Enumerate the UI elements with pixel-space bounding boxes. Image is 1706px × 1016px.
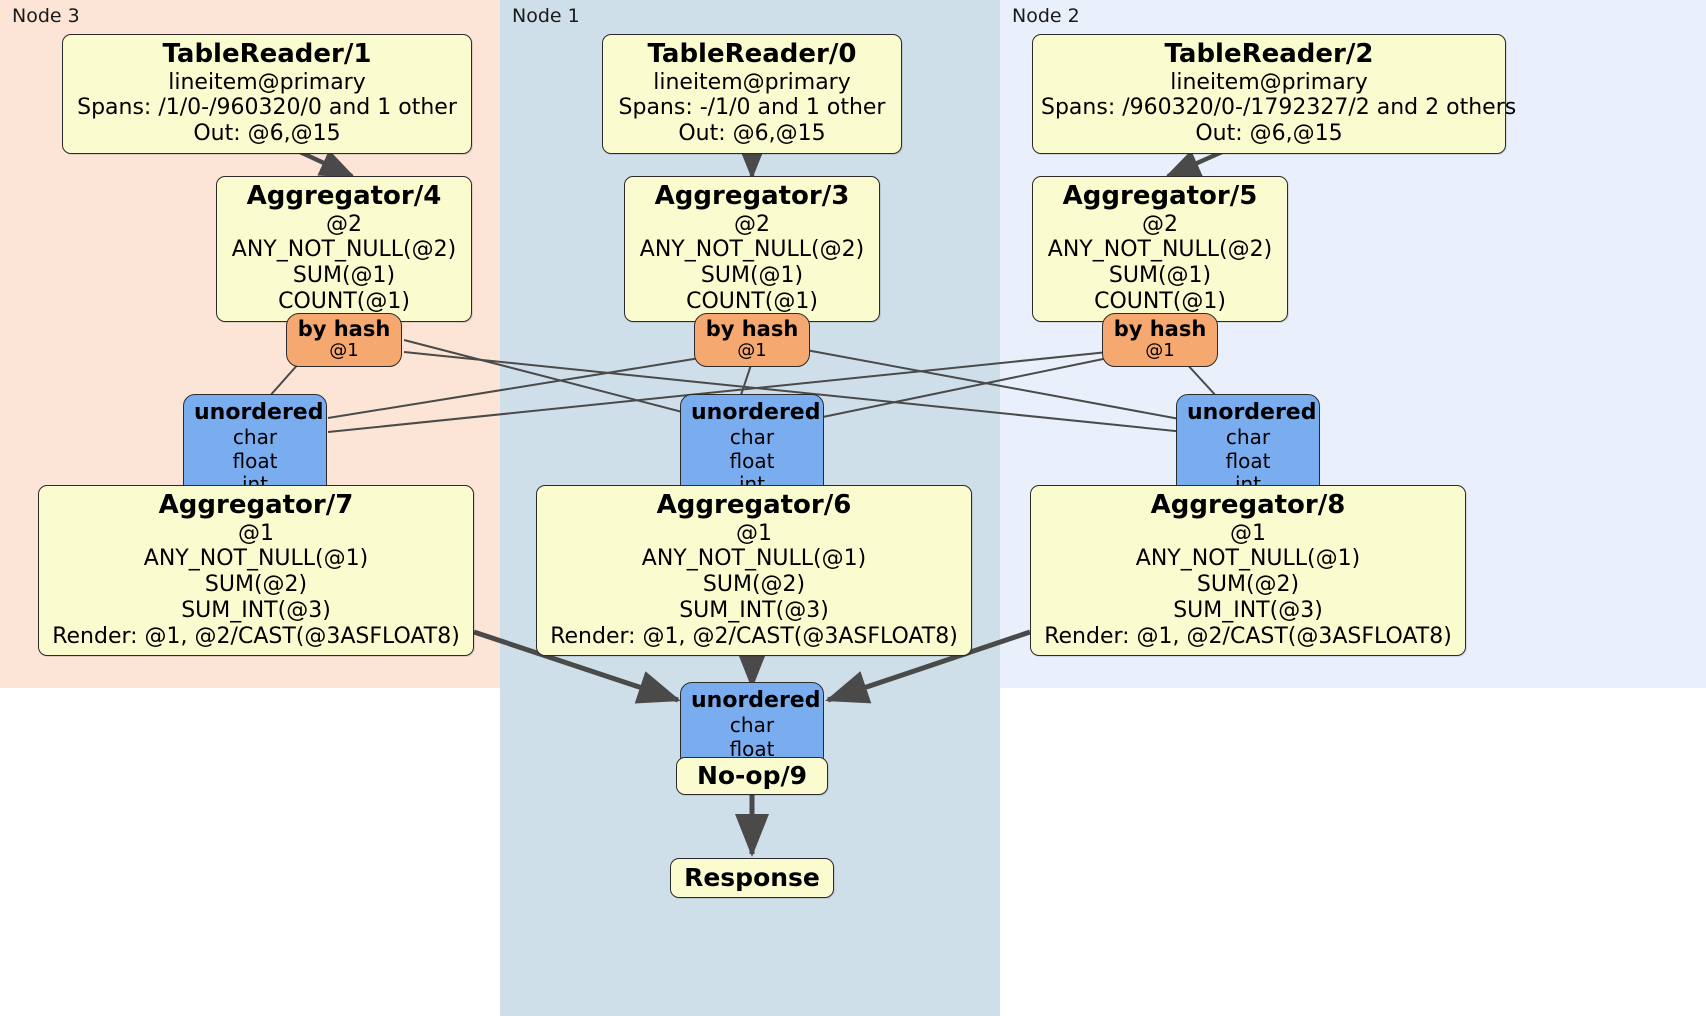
processor-title: Aggregator/4 bbox=[246, 181, 442, 211]
processor-line: lineitem@primary bbox=[168, 69, 366, 95]
processor-title: Aggregator/8 bbox=[1150, 490, 1346, 520]
processor-line: SUM_INT(@3) bbox=[1173, 597, 1323, 623]
processor-line: SUM(@1) bbox=[292, 263, 396, 289]
node-panel-label-node3: Node 3 bbox=[12, 5, 80, 27]
router-title: by hash bbox=[705, 317, 799, 341]
processor-line: ANY_NOT_NULL(@2) bbox=[231, 237, 457, 263]
processor-line: Out: @6,@15 bbox=[1195, 121, 1343, 147]
processor-line: COUNT(@1) bbox=[1094, 288, 1226, 314]
processor-line: SUM(@2) bbox=[204, 572, 308, 598]
processor-line: @2 bbox=[734, 211, 770, 237]
processor-line: Render: @1, @2/CAST(@3ASFLOAT8) bbox=[1044, 623, 1452, 649]
processor-line: @2 bbox=[326, 211, 362, 237]
synchronizer-line: char bbox=[729, 425, 775, 450]
processor-line: SUM_INT(@3) bbox=[679, 597, 829, 623]
processor-title: Aggregator/7 bbox=[158, 490, 354, 520]
processor-table-reader-1[interactable]: TableReader/1 lineitem@primary Spans: /1… bbox=[62, 34, 472, 154]
processor-title: Response bbox=[684, 863, 820, 892]
processor-response[interactable]: Response bbox=[670, 858, 834, 898]
synchronizer-line: float bbox=[729, 736, 775, 761]
router-title: by hash bbox=[297, 317, 391, 341]
processor-line: @2 bbox=[1142, 211, 1178, 237]
synchronizer-title: unordered bbox=[691, 400, 821, 425]
processor-line: lineitem@primary bbox=[1170, 69, 1368, 95]
processor-table-reader-0[interactable]: TableReader/0 lineitem@primary Spans: -/… bbox=[602, 34, 902, 154]
processor-title: TableReader/2 bbox=[1164, 39, 1374, 69]
synchronizer-title: unordered bbox=[691, 688, 821, 713]
processor-line: Render: @1, @2/CAST(@3ASFLOAT8) bbox=[52, 623, 460, 649]
synchronizer-line: char bbox=[1225, 425, 1271, 450]
router-by-hash-5[interactable]: by hash @1 bbox=[1102, 313, 1218, 367]
router-line: @1 bbox=[329, 340, 359, 362]
router-by-hash-3[interactable]: by hash @1 bbox=[694, 313, 810, 367]
synchronizer-unordered-8[interactable]: unordered char float int bbox=[1176, 394, 1320, 503]
processor-line: ANY_NOT_NULL(@2) bbox=[639, 237, 865, 263]
processor-line: Render: @1, @2/CAST(@3ASFLOAT8) bbox=[550, 623, 958, 649]
node-panel-label-node2: Node 2 bbox=[1012, 5, 1080, 27]
synchronizer-title: unordered bbox=[1187, 400, 1317, 425]
synchronizer-line: float bbox=[729, 448, 775, 473]
processor-title: Aggregator/3 bbox=[654, 181, 850, 211]
processor-line: @1 bbox=[1230, 520, 1266, 546]
processor-title: No-op/9 bbox=[696, 761, 808, 790]
processor-line: Spans: -/1/0 and 1 other bbox=[618, 95, 886, 121]
processor-title: TableReader/0 bbox=[647, 39, 857, 69]
processor-aggregator-3[interactable]: Aggregator/3 @2 ANY_NOT_NULL(@2) SUM(@1)… bbox=[624, 176, 880, 322]
processor-line: COUNT(@1) bbox=[278, 288, 410, 314]
processor-line: ANY_NOT_NULL(@1) bbox=[641, 546, 867, 572]
processor-line: COUNT(@1) bbox=[686, 288, 818, 314]
processor-aggregator-7[interactable]: Aggregator/7 @1 ANY_NOT_NULL(@1) SUM(@2)… bbox=[38, 485, 474, 657]
processor-line: SUM(@2) bbox=[702, 572, 806, 598]
processor-line: ANY_NOT_NULL(@1) bbox=[1135, 546, 1361, 572]
processor-line: Spans: /1/0-/960320/0 and 1 other bbox=[77, 95, 457, 121]
processor-line: Out: @6,@15 bbox=[193, 121, 341, 147]
processor-line: @1 bbox=[736, 520, 772, 546]
processor-line: SUM_INT(@3) bbox=[181, 597, 331, 623]
router-title: by hash bbox=[1113, 317, 1207, 341]
processor-line: SUM(@1) bbox=[700, 263, 804, 289]
synchronizer-title: unordered bbox=[194, 400, 324, 425]
processor-line: SUM(@2) bbox=[1196, 572, 1300, 598]
processor-title: Aggregator/6 bbox=[656, 490, 852, 520]
synchronizer-unordered-final[interactable]: unordered char float bbox=[680, 682, 824, 768]
processor-line: ANY_NOT_NULL(@2) bbox=[1047, 237, 1273, 263]
processor-line: @1 bbox=[238, 520, 274, 546]
processor-line: lineitem@primary bbox=[653, 69, 851, 95]
processor-title: TableReader/1 bbox=[162, 39, 372, 69]
processor-line: Spans: /960320/0-/1792327/2 and 2 others bbox=[1041, 95, 1517, 121]
processor-aggregator-8[interactable]: Aggregator/8 @1 ANY_NOT_NULL(@1) SUM(@2)… bbox=[1030, 485, 1466, 657]
processor-line: Out: @6,@15 bbox=[678, 121, 826, 147]
router-line: @1 bbox=[1145, 340, 1175, 362]
processor-table-reader-2[interactable]: TableReader/2 lineitem@primary Spans: /9… bbox=[1032, 34, 1517, 154]
processor-line: SUM(@1) bbox=[1108, 263, 1212, 289]
synchronizer-unordered-6[interactable]: unordered char float int bbox=[680, 394, 824, 503]
processor-aggregator-4[interactable]: Aggregator/4 @2 ANY_NOT_NULL(@2) SUM(@1)… bbox=[216, 176, 472, 322]
synchronizer-line: char bbox=[729, 713, 775, 738]
processor-title: Aggregator/5 bbox=[1062, 181, 1258, 211]
synchronizer-unordered-7[interactable]: unordered char float int bbox=[183, 394, 327, 503]
synchronizer-line: float bbox=[1225, 448, 1271, 473]
processor-noop-9[interactable]: No-op/9 bbox=[676, 757, 828, 795]
synchronizer-line: float bbox=[232, 448, 278, 473]
router-line: @1 bbox=[737, 340, 767, 362]
processor-line: ANY_NOT_NULL(@1) bbox=[143, 546, 369, 572]
processor-aggregator-5[interactable]: Aggregator/5 @2 ANY_NOT_NULL(@2) SUM(@1)… bbox=[1032, 176, 1288, 322]
router-by-hash-4[interactable]: by hash @1 bbox=[286, 313, 402, 367]
processor-aggregator-6[interactable]: Aggregator/6 @1 ANY_NOT_NULL(@1) SUM(@2)… bbox=[536, 485, 972, 657]
node-panel-label-node1: Node 1 bbox=[512, 5, 580, 27]
synchronizer-line: char bbox=[232, 425, 278, 450]
